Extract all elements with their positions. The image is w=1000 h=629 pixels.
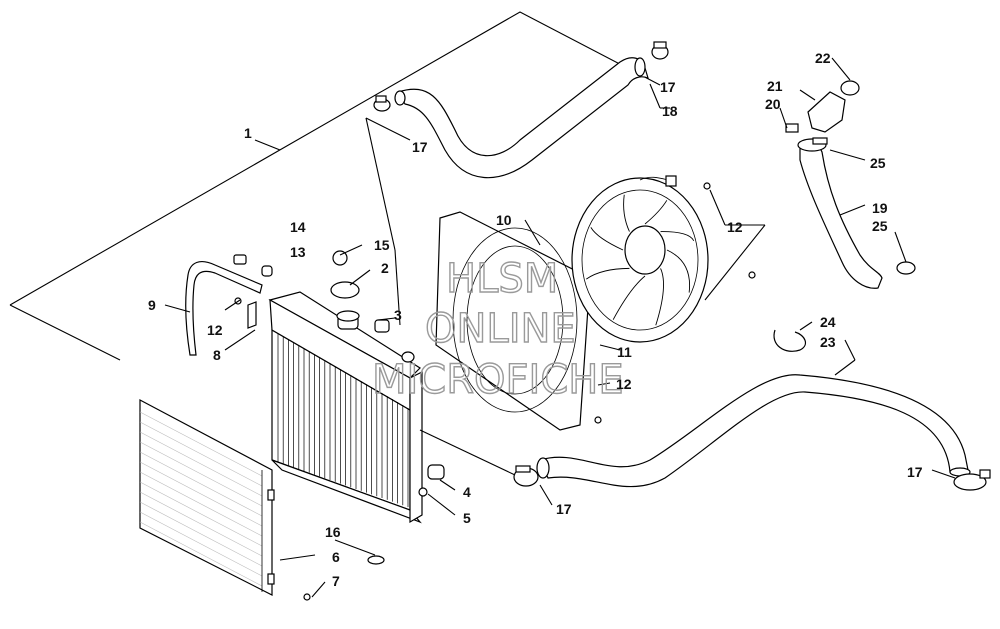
assembly-outline (9, 11, 661, 361)
hose-clamp-lower-right (953, 469, 991, 491)
watermark-line-1: HLSM (446, 256, 558, 302)
callout-17-lower-right: 17 (907, 464, 923, 480)
callout-7: 7 (332, 573, 340, 589)
callout-2: 2 (381, 260, 389, 276)
thermostat-housing (785, 80, 860, 145)
cooling-fan (571, 175, 709, 343)
watermark-line-2: ONLINE (425, 306, 576, 352)
callout-12-right: 12 (727, 219, 743, 235)
overflow-hose (185, 261, 263, 356)
callout-25-upper: 25 (870, 155, 886, 171)
callout-15: 15 (374, 237, 390, 253)
hose-clamp-upper-left (373, 95, 391, 112)
callout-24: 24 (820, 314, 836, 330)
radiator (268, 291, 423, 524)
fan-screws (594, 182, 756, 424)
callout-23: 23 (820, 334, 836, 350)
callout-12-shroud: 12 (616, 376, 632, 392)
hose-clamp-24 (773, 329, 807, 352)
hose-clamp-upper-right (651, 41, 669, 60)
callout-25-lower: 25 (872, 218, 888, 234)
callout-3: 3 (394, 307, 402, 323)
upper-hose (394, 57, 649, 179)
callout-13: 13 (290, 244, 306, 260)
watermark-line-3: MICROFICHE (372, 357, 624, 403)
callout-5: 5 (463, 510, 471, 526)
callout-17-lower-mid: 17 (556, 501, 572, 517)
callout-22: 22 (815, 50, 831, 66)
hose-clamp-19 (896, 261, 916, 275)
radiator-fasteners (233, 250, 445, 601)
callout-9: 9 (148, 297, 156, 313)
callout-labels: 1 2 3 4 5 6 7 8 9 10 11 12 12 12 13 14 1… (148, 50, 923, 589)
leader-lines (164, 57, 956, 598)
callout-19: 19 (872, 200, 888, 216)
callout-16: 16 (325, 524, 341, 540)
callout-1: 1 (244, 125, 252, 141)
callout-14: 14 (290, 219, 306, 235)
callout-6: 6 (332, 549, 340, 565)
watermark: HLSM ONLINE MICROFICHE (371, 255, 624, 403)
callout-18: 18 (662, 103, 678, 119)
callout-21: 21 (767, 78, 783, 94)
callout-17-top-right: 17 (660, 79, 676, 95)
fan-shroud (435, 211, 591, 431)
callout-20: 20 (765, 96, 781, 112)
callout-4: 4 (463, 484, 471, 500)
radiator-screen (139, 399, 275, 596)
hose-clamp-lower-left (513, 465, 539, 487)
callout-10: 10 (496, 212, 512, 228)
callout-17-top-left: 17 (412, 139, 428, 155)
callout-11: 11 (617, 344, 632, 360)
callout-8: 8 (213, 347, 221, 363)
callout-12-left: 12 (207, 322, 223, 338)
